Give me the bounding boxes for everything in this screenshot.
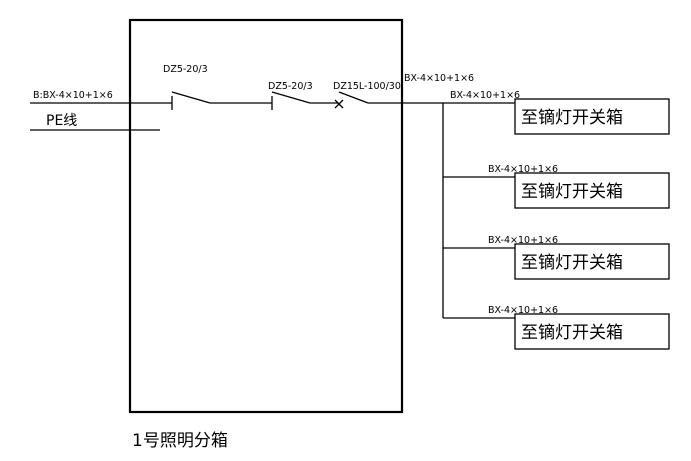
branch-1-cable-label: BX-4×10+1×6 — [450, 90, 520, 101]
pe-line-label: PE线 — [46, 113, 77, 129]
branch-2-destination-box — [514, 172, 670, 209]
branch-3-destination-label: 至镝灯开关箱 — [521, 253, 623, 273]
breaker-3-label: DZ15L-100/30 — [333, 81, 401, 92]
branch-2-cable-label: BX-4×10+1×6 — [488, 164, 558, 175]
distribution-box-outline — [128, 18, 404, 414]
breaker-3-symbol — [334, 91, 369, 109]
branch-3-destination-box — [514, 243, 670, 280]
incoming-cable-label: B:BX-4×10+1×6 — [33, 90, 113, 101]
branch-4-destination-label: 至镝灯开关箱 — [521, 323, 623, 343]
branch-3-cable-label: BX-4×10+1×6 — [488, 235, 558, 246]
branch-4-cable-label: BX-4×10+1×6 — [488, 305, 558, 316]
branch-1-destination-box — [514, 98, 670, 135]
outgoing-main-cable-label: BX-4×10+1×6 — [404, 73, 474, 84]
breaker-2-label: DZ5-20/3 — [268, 81, 313, 92]
panel-caption: 1号照明分箱 — [132, 431, 228, 451]
branch-1-destination-label: 至镝灯开关箱 — [521, 108, 623, 128]
branch-2-destination-label: 至镝灯开关箱 — [521, 182, 623, 202]
breaker-2-symbol — [271, 91, 311, 110]
breaker-1-label: DZ5-20/3 — [163, 64, 208, 75]
branch-4-destination-box — [514, 313, 670, 350]
breaker-1-symbol — [171, 91, 211, 110]
